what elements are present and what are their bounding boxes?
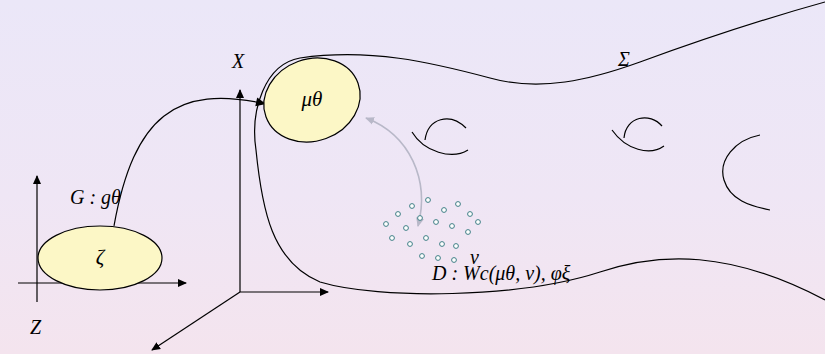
math-label: X bbox=[232, 50, 244, 72]
coupling-arrow bbox=[366, 118, 421, 226]
math-label: D : Wc(μθ, ν), φξ bbox=[432, 262, 570, 284]
sample-dots bbox=[384, 198, 481, 263]
mapping-arrow bbox=[114, 97, 266, 225]
z-axes bbox=[18, 176, 186, 302]
manifold-outline bbox=[255, 2, 825, 300]
ellipse-region: μθ bbox=[262, 58, 362, 142]
edge-label: G : gθ bbox=[70, 186, 121, 208]
region-symbol: ζ bbox=[96, 246, 105, 269]
math-label: Σ bbox=[618, 48, 630, 70]
region-symbol: μθ bbox=[302, 88, 323, 111]
ellipse-region: ζ bbox=[37, 225, 163, 291]
math-label: Z bbox=[30, 316, 41, 338]
